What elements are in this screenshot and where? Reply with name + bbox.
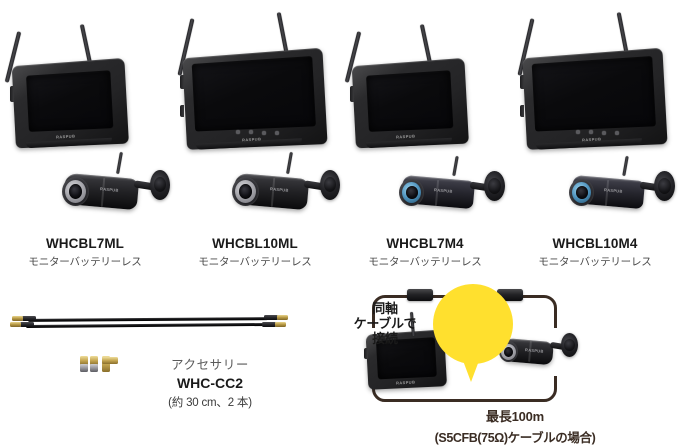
- adapter-gold-elbow-horizontal: [102, 357, 118, 364]
- camera-mount-hub: [154, 177, 166, 192]
- callout-bubble-text: 同軸 ケーブルで 接続: [345, 301, 425, 347]
- monitor-side-button[interactable]: [520, 75, 524, 89]
- camera-antenna: [286, 151, 293, 175]
- coax-connector-left-lower-gold: [10, 322, 21, 327]
- caption-cable-spec: (S5CFB(75Ω)ケーブルの場合): [434, 431, 596, 445]
- camera-ml: RASPUB: [228, 151, 340, 222]
- monitor-touch-button-3[interactable]: [602, 131, 606, 135]
- monitor-screen: [26, 70, 114, 132]
- coax-cable-upper: [27, 317, 269, 322]
- camera-antenna: [622, 155, 629, 177]
- monitor-side-button[interactable]: [10, 86, 14, 102]
- camera-lens: [504, 347, 513, 357]
- product-label-1: WHCBL10ML モニターバッテリーレス: [170, 236, 340, 269]
- product-card-1: RASPUB RASPUB WHCBL10ML モニターバッテリーレス: [170, 0, 340, 280]
- accessory-note: (約 30 cm、2 本): [168, 397, 252, 409]
- camera-mount-hub: [564, 339, 575, 351]
- coax-connector-left-upper-gold: [12, 316, 23, 321]
- caption-max-length: 最長100m: [485, 409, 545, 424]
- product-model-name: WHCBL10ML: [212, 236, 298, 251]
- adapter-gold-2: [90, 356, 98, 365]
- monitor-10inch: RASPUB: [180, 47, 328, 150]
- monitor-touch-button-4[interactable]: [275, 131, 279, 135]
- monitor-screen: [366, 70, 454, 132]
- monitor-screen: [191, 55, 316, 132]
- callout-line-2: ケーブルで: [353, 316, 417, 332]
- product-model-name: WHCBL7ML: [45, 236, 125, 251]
- accessory-kicker: アクセサリー: [171, 358, 249, 372]
- coax-connector-right-lower-body: [262, 322, 276, 327]
- product-image-1: RASPUB RASPUB: [170, 0, 340, 232]
- monitor-brand-logo: RASPUB: [395, 379, 416, 386]
- monitor-touch-button-4[interactable]: [615, 131, 619, 135]
- adapter-pieces: [78, 356, 124, 376]
- camera-ml: RASPUB: [58, 151, 170, 222]
- adapter-silver-2: [90, 364, 98, 372]
- product-subtitle: モニターバッテリーレス: [198, 256, 312, 268]
- product-label-3: WHCBL10M4 モニターバッテリーレス: [510, 236, 680, 269]
- cable-connector-block-left: [407, 289, 433, 301]
- product-card-0: RASPUB RASPUB WHCBL7ML モニターバッテリーレス: [0, 0, 170, 280]
- diagram-monitor: RASPUB: [364, 329, 448, 390]
- adapter-gold-elbow-vertical: [102, 356, 110, 372]
- coax-connector-right-upper-gold: [277, 315, 288, 320]
- adapter-gold-1: [80, 356, 88, 365]
- coax-connector-left-lower-body: [20, 322, 34, 327]
- camera-m4: RASPUB: [566, 155, 678, 222]
- monitor-7inch: RASPUB: [10, 57, 129, 149]
- monitor-side-button[interactable]: [180, 75, 184, 89]
- product-image-0: RASPUB RASPUB: [0, 0, 170, 232]
- callout-bubble-tail: [462, 358, 480, 382]
- coax-connector-right-upper-body: [264, 315, 278, 320]
- coax-cable-lower: [25, 322, 270, 329]
- monitor-touch-button-1[interactable]: [236, 130, 240, 134]
- product-model-name: WHCBL7M4: [386, 236, 464, 251]
- coax-connector-left-upper-body: [22, 316, 36, 321]
- monitor-side-button[interactable]: [350, 86, 354, 102]
- camera-antenna: [452, 155, 459, 177]
- monitor-10inch: RASPUB: [520, 47, 668, 150]
- camera-mount-hub: [324, 177, 336, 192]
- monitor-side-button-2[interactable]: [520, 105, 524, 117]
- product-subtitle: モニターバッテリーレス: [28, 256, 142, 268]
- monitor-touch-button-1[interactable]: [576, 130, 580, 134]
- camera-antenna: [116, 151, 123, 175]
- callout-line-3: 接続: [372, 331, 398, 347]
- monitor-brand-logo: RASPUB: [395, 133, 416, 140]
- product-subtitle: モニターバッテリーレス: [538, 256, 652, 268]
- accessory-model-name: WHC-CC2: [176, 375, 244, 391]
- callout-line-1: 同軸: [372, 301, 398, 316]
- monitor-touch-button-2[interactable]: [249, 130, 253, 134]
- monitor-brand-logo: RASPUB: [55, 133, 76, 140]
- accessory-text-block: アクセサリー WHC-CC2 (約 30 cm、2 本): [110, 354, 310, 410]
- product-card-2: RASPUB RASPUB WHCBL7M4 モニターバッテリーレス: [340, 0, 510, 280]
- product-card-3: RASPUB RASPUB WHCBL10M4 モニターバッテリーレス: [510, 0, 680, 280]
- product-label-0: WHCBL7ML モニターバッテリーレス: [0, 236, 170, 269]
- monitor-screen: [531, 55, 656, 132]
- product-model-name: WHCBL10M4: [552, 236, 638, 251]
- monitor-7inch: RASPUB: [350, 57, 469, 149]
- camera-lens: [576, 186, 588, 199]
- connection-diagram: RASPUB RASPUB 同軸 ケーブルで 接続 最長100m (S5CFB(…: [345, 284, 680, 448]
- callout-bubble: [433, 284, 513, 364]
- adapter-silver-1: [80, 364, 88, 372]
- camera-mount-hub: [658, 178, 671, 194]
- coax-connector-right-lower-gold: [275, 322, 286, 327]
- product-image-3: RASPUB RASPUB: [510, 0, 680, 232]
- monitor-side-button-2[interactable]: [180, 105, 184, 117]
- camera-mount-hub: [488, 178, 501, 194]
- camera-m4: RASPUB: [396, 155, 508, 222]
- monitor-touch-button-3[interactable]: [262, 131, 266, 135]
- camera-lens: [239, 184, 252, 199]
- product-label-2: WHCBL7M4 モニターバッテリーレス: [340, 236, 510, 269]
- monitor-side-button[interactable]: [364, 348, 368, 359]
- camera-lens: [69, 184, 82, 199]
- camera-lens: [406, 186, 418, 199]
- accessory-group: アクセサリー WHC-CC2 (約 30 cm、2 本): [0, 296, 345, 448]
- diagram-caption: 最長100m (S5CFB(75Ω)ケーブルの場合): [350, 406, 680, 446]
- product-subtitle: モニターバッテリーレス: [368, 256, 482, 268]
- product-image-2: RASPUB RASPUB: [340, 0, 510, 232]
- monitor-touch-button-2[interactable]: [589, 130, 593, 134]
